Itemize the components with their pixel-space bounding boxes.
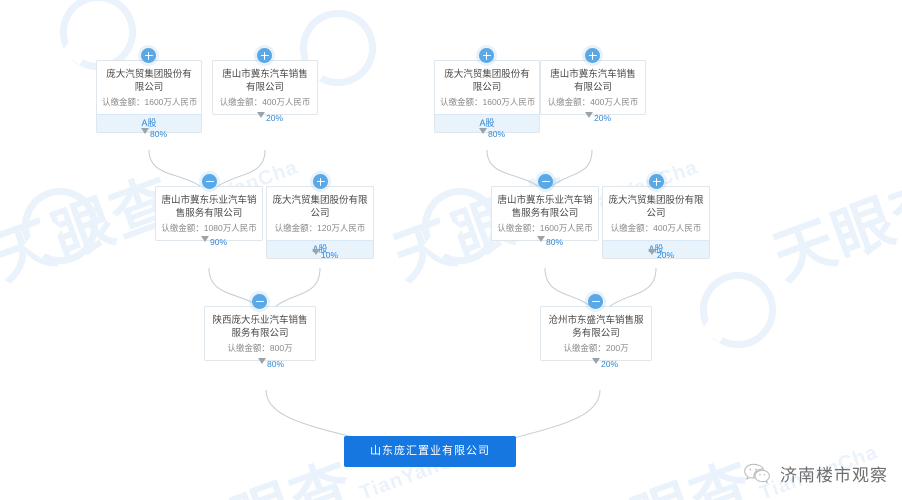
root-company-node[interactable]: 山东庞汇置业有限公司 — [344, 436, 516, 467]
collapse-minus-icon[interactable] — [588, 294, 603, 309]
edge-arrow-icon — [258, 358, 266, 364]
company-name: 唐山市冀东汽车销售有限公司 — [222, 69, 308, 93]
company-node[interactable]: 庞大汽贸集团股份有限公司 认缴金额：400万人民币 A股 — [602, 186, 710, 259]
listing-tag: A股 — [603, 240, 709, 258]
ownership-percentage: 80% — [267, 359, 285, 369]
ownership-percentage: 80% — [488, 129, 506, 139]
company-name: 唐山市冀东乐业汽车销售服务有限公司 — [161, 195, 257, 219]
watermark-logo-icon — [11, 177, 109, 275]
company-node[interactable]: 庞大汽贸集团股份有限公司 认缴金额：1600万人民币 A股 — [96, 60, 202, 133]
node-body: 唐山市冀东乐业汽车销售服务有限公司 认缴金额：1080万人民币 — [156, 187, 262, 240]
ownership-percentage: 80% — [546, 237, 564, 247]
company-node[interactable]: 唐山市冀东汽车销售有限公司 认缴金额：400万人民币 — [212, 60, 318, 115]
node-body: 沧州市东盛汽车销售服务有限公司 认缴金额：200万 — [541, 307, 651, 360]
subscribed-capital: 认缴金额：400万人民币 — [547, 97, 639, 107]
listing-tag: A股 — [435, 114, 539, 132]
listing-tag: A股 — [267, 240, 373, 258]
ownership-percentage: 20% — [657, 250, 675, 260]
watermark-logo-icon — [689, 261, 787, 359]
wechat-logo-icon — [743, 462, 771, 486]
company-node[interactable]: 唐山市冀东乐业汽车销售服务有限公司 认缴金额：1080万人民币 — [155, 186, 263, 241]
watermark-cn: 天眼查 — [765, 165, 902, 293]
channel-brand: 济南楼市观察 — [743, 461, 888, 486]
expand-plus-icon[interactable] — [479, 48, 494, 63]
company-name: 陕西庞大乐业汽车销售服务有限公司 — [212, 315, 308, 339]
node-body: 庞大汽贸集团股份有限公司 认缴金额：400万人民币 — [603, 187, 709, 240]
watermark-cn: 天眼查 — [165, 450, 363, 500]
collapse-minus-icon[interactable] — [538, 174, 553, 189]
ownership-percentage: 20% — [594, 113, 612, 123]
company-name: 沧州市东盛汽车销售服务有限公司 — [548, 315, 644, 339]
edge-arrow-icon — [648, 249, 656, 255]
edge-arrow-icon — [141, 128, 149, 134]
edge-arrow-icon — [479, 128, 487, 134]
expand-plus-icon[interactable] — [257, 48, 272, 63]
node-body: 庞大汽贸集团股份有限公司 认缴金额：1600万人民币 — [97, 61, 201, 114]
node-body: 唐山市冀东汽车销售有限公司 认缴金额：400万人民币 — [213, 61, 317, 114]
node-body: 庞大汽贸集团股份有限公司 认缴金额：120万人民币 — [267, 187, 373, 240]
watermark-text: 天眼查 TianYanCha — [760, 107, 902, 296]
node-body: 唐山市冀东汽车销售有限公司 认缴金额：400万人民币 — [541, 61, 645, 114]
ownership-percentage: 20% — [601, 359, 619, 369]
expand-plus-icon[interactable] — [649, 174, 664, 189]
edge-arrow-icon — [257, 112, 265, 118]
listing-tag: A股 — [97, 114, 201, 132]
ownership-percentage: 20% — [266, 113, 284, 123]
subscribed-capital: 认缴金额：800万 — [227, 343, 293, 353]
channel-name: 济南楼市观察 — [780, 466, 888, 485]
collapse-minus-icon[interactable] — [202, 174, 217, 189]
collapse-minus-icon[interactable] — [252, 294, 267, 309]
company-name: 庞大汽贸集团股份有限公司 — [608, 195, 704, 219]
expand-plus-icon[interactable] — [313, 174, 328, 189]
node-body: 唐山市冀东乐业汽车销售服务有限公司 认缴金额：1600万人民币 — [492, 187, 598, 240]
subscribed-capital: 认缴金额：400万人民币 — [219, 97, 311, 107]
ownership-percentage: 80% — [150, 129, 168, 139]
watermark-cn: 天眼查 — [565, 450, 763, 500]
company-name: 庞大汽贸集团股份有限公司 — [444, 69, 530, 93]
company-name: 庞大汽贸集团股份有限公司 — [106, 69, 192, 93]
company-node[interactable]: 唐山市冀东汽车销售有限公司 认缴金额：400万人民币 — [540, 60, 646, 115]
ownership-percentage: 90% — [210, 237, 228, 247]
expand-plus-icon[interactable] — [141, 48, 156, 63]
company-node[interactable]: 沧州市东盛汽车销售服务有限公司 认缴金额：200万 — [540, 306, 652, 361]
edge-arrow-icon — [312, 249, 320, 255]
company-name: 庞大汽贸集团股份有限公司 — [272, 195, 368, 219]
company-name: 唐山市冀东汽车销售有限公司 — [550, 69, 636, 93]
node-body: 庞大汽贸集团股份有限公司 认缴金额：1600万人民币 — [435, 61, 539, 114]
subscribed-capital: 认缴金额：200万 — [563, 343, 629, 353]
edge-arrow-icon — [201, 236, 209, 242]
subscribed-capital: 认缴金额：400万人民币 — [610, 223, 702, 233]
edge-arrow-icon — [592, 358, 600, 364]
edge-arrow-icon — [585, 112, 593, 118]
expand-plus-icon[interactable] — [585, 48, 600, 63]
subscribed-capital: 认缴金额：1600万人民币 — [102, 97, 198, 107]
company-node[interactable]: 唐山市冀东乐业汽车销售服务有限公司 认缴金额：1600万人民币 — [491, 186, 599, 241]
company-node[interactable]: 庞大汽贸集团股份有限公司 认缴金额：1600万人民币 A股 — [434, 60, 540, 133]
subscribed-capital: 认缴金额：120万人民币 — [274, 223, 366, 233]
subscribed-capital: 认缴金额：1600万人民币 — [440, 97, 536, 107]
subscribed-capital: 认缴金额：1080万人民币 — [161, 223, 257, 233]
company-node[interactable]: 庞大汽贸集团股份有限公司 认缴金额：120万人民币 A股 — [266, 186, 374, 259]
edge-arrow-icon — [537, 236, 545, 242]
node-body: 陕西庞大乐业汽车销售服务有限公司 认缴金额：800万 — [205, 307, 315, 360]
company-node[interactable]: 陕西庞大乐业汽车销售服务有限公司 认缴金额：800万 — [204, 306, 316, 361]
ownership-percentage: 10% — [321, 250, 339, 260]
subscribed-capital: 认缴金额：1600万人民币 — [497, 223, 593, 233]
company-name: 唐山市冀东乐业汽车销售服务有限公司 — [497, 195, 593, 219]
